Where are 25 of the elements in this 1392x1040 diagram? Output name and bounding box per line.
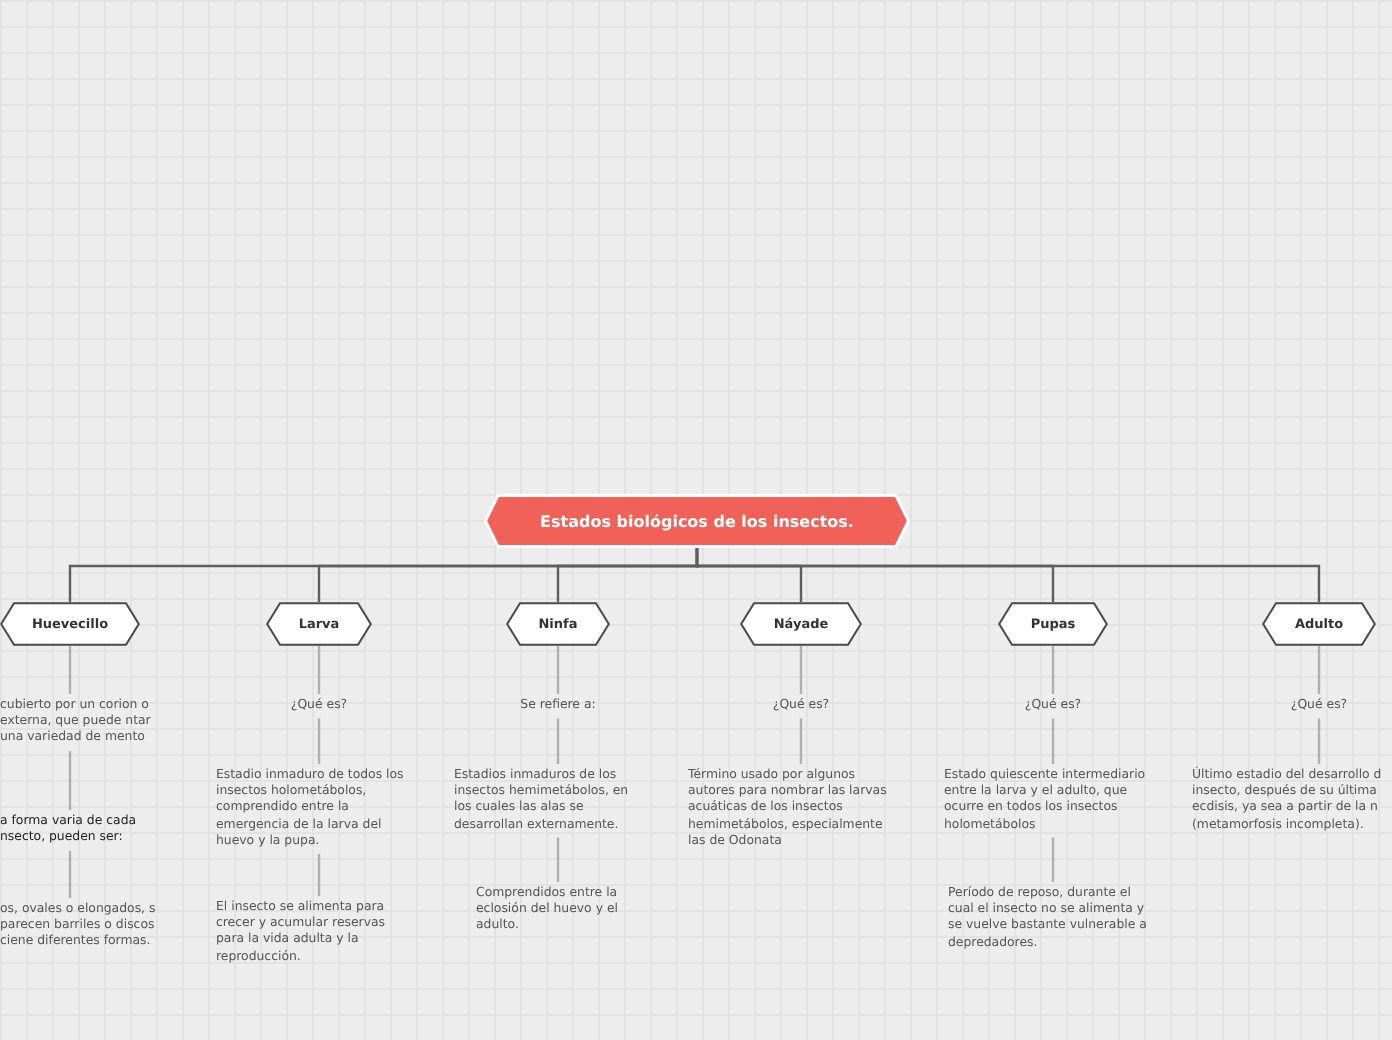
connector-line	[799, 646, 803, 694]
stage-hexagon	[740, 602, 862, 646]
connector-line	[68, 850, 72, 898]
connector-line	[556, 646, 560, 694]
connector-line	[317, 646, 321, 694]
connector-line	[799, 718, 803, 764]
connector-line	[1317, 646, 1321, 694]
connector-line	[317, 854, 321, 896]
central-topic-hexagon	[484, 494, 910, 548]
central-topic-title: Estados biológicos de los insectos.	[538, 512, 856, 530]
connector-line	[1051, 718, 1055, 764]
stage-hexagon	[506, 602, 610, 646]
stage-hexagon	[1262, 602, 1376, 646]
stage-hexagon	[998, 602, 1108, 646]
connector-line	[1051, 837, 1055, 882]
connector-line	[556, 837, 560, 882]
connector-line	[68, 646, 72, 694]
connector-line	[1317, 718, 1321, 764]
branch-connector	[695, 548, 1321, 602]
connector-line	[556, 718, 560, 764]
connector-line	[317, 718, 321, 764]
stage-hexagon	[0, 602, 140, 646]
connector-line	[68, 751, 72, 810]
stage-hexagon	[266, 602, 372, 646]
connector-line	[1051, 646, 1055, 694]
